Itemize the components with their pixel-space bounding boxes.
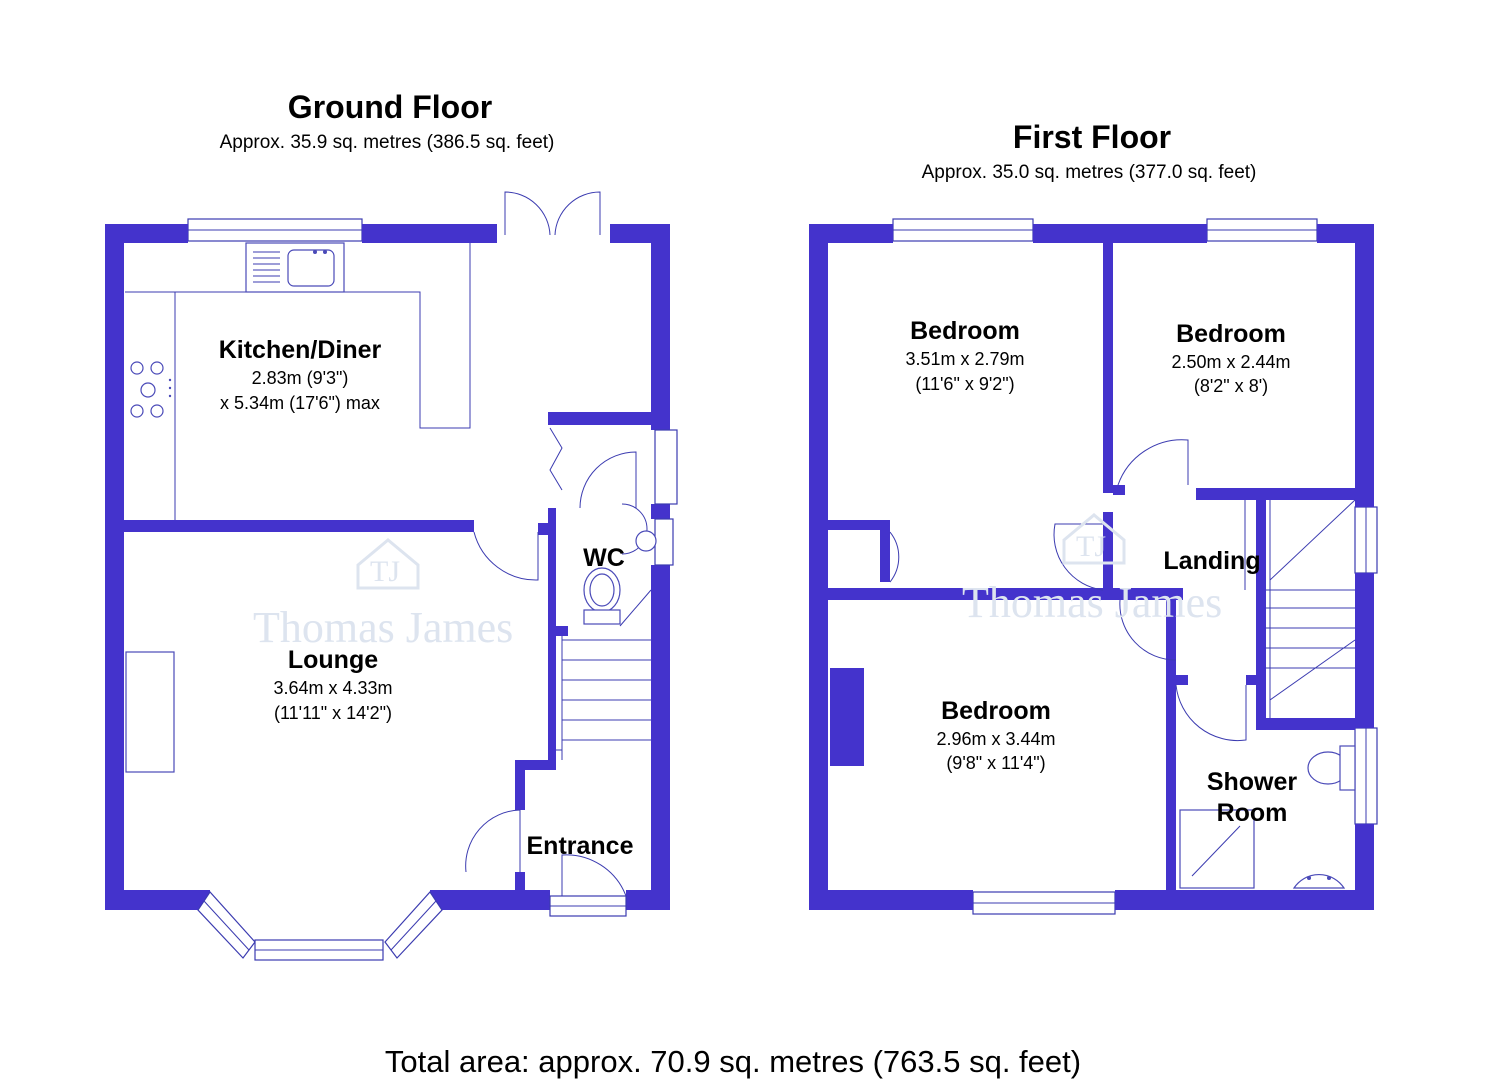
lounge-label: Lounge — [288, 646, 378, 674]
shower-label-line2: Room — [1217, 799, 1288, 827]
bedroom2-dim1: 2.50m x 2.44m — [1171, 352, 1290, 372]
first-floor-title: First Floor — [1013, 119, 1171, 155]
fireplace — [125, 651, 175, 773]
wc-label: WC — [583, 544, 625, 572]
bedroom3-dim2: (9'8" x 11'4") — [946, 753, 1045, 773]
lounge-dim1: 3.64m x 4.33m — [273, 678, 392, 698]
bedroom2-dim2: (8'2" x 8') — [1194, 376, 1268, 396]
watermark-first: TJ Thomas James — [962, 513, 1222, 627]
entrance-door — [465, 809, 521, 873]
kitchen-dim1: 2.83m (9'3") — [252, 368, 349, 388]
ground-floor-area: Approx. 35.9 sq. metres (386.5 sq. feet) — [220, 132, 555, 153]
total-area: Total area: approx. 70.9 sq. metres (763… — [385, 1044, 1081, 1079]
bedroom3-label: Bedroom — [941, 697, 1051, 725]
bedroom1-dim2: (11'6" x 9'2") — [915, 374, 1014, 394]
watermark-brand-first: Thomas James — [962, 578, 1222, 627]
shower-door — [1175, 684, 1247, 742]
cupboard-door-first — [889, 531, 900, 583]
lounge-door — [473, 531, 539, 581]
ground-floor-title: Ground Floor — [288, 89, 492, 125]
hob-icon — [130, 361, 172, 418]
ground-stairs — [556, 589, 652, 760]
shower-label-line1: Shower — [1207, 768, 1298, 796]
wc-door — [579, 451, 637, 509]
first-floor-plan — [809, 218, 1378, 915]
lounge-dim2: (11'11" x 14'2") — [274, 703, 392, 723]
shower-basin-icon — [1292, 874, 1346, 889]
kitchen-label: Kitchen/Diner — [219, 336, 382, 364]
watermark-logo-first: TJ — [1076, 530, 1106, 563]
ground-floor-plan — [105, 191, 678, 961]
bay-window — [197, 891, 443, 961]
first-floor-area: Approx. 35.0 sq. metres (377.0 sq. feet) — [922, 162, 1257, 183]
bedroom1-door — [1053, 523, 1104, 591]
wc-basin-icon — [635, 530, 657, 552]
landing-label: Landing — [1163, 547, 1260, 575]
kitchen-dim2: x 5.34m (17'6") max — [220, 393, 380, 413]
watermark-ground: TJ Thomas James — [253, 538, 513, 652]
bedroom3-door — [1119, 599, 1177, 661]
first-stairs — [1244, 499, 1356, 718]
bedroom1-label: Bedroom — [910, 317, 1020, 345]
entrance-label: Entrance — [527, 832, 634, 860]
bedroom2-label: Bedroom — [1176, 320, 1286, 348]
bedroom3-dim1: 2.96m x 3.44m — [936, 729, 1055, 749]
watermark-logo-ground: TJ — [370, 555, 400, 588]
french-doors-icon — [504, 191, 601, 236]
bedroom1-dim1: 3.51m x 2.79m — [905, 349, 1024, 369]
cupboard-door — [549, 427, 563, 491]
bedroom2-door — [1117, 439, 1189, 486]
watermark-brand-ground: Thomas James — [253, 603, 513, 652]
